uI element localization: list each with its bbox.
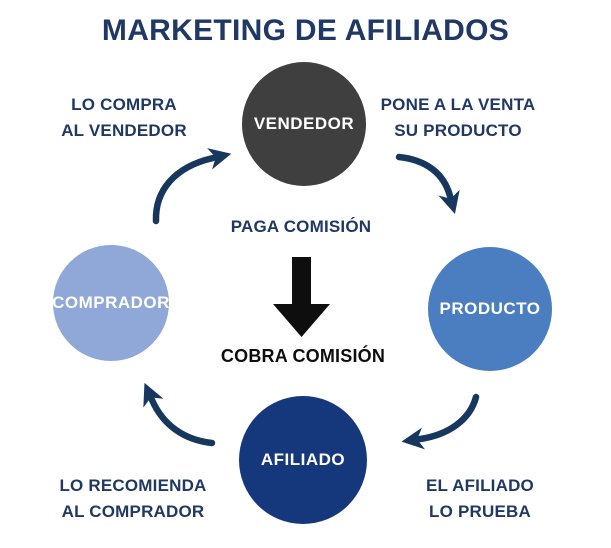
node-afiliado: AFILIADO xyxy=(239,396,367,524)
label-line: AL VENDEDOR xyxy=(61,120,187,140)
label-affiliate-to-buyer: LO RECOMIENDA AL COMPRADOR xyxy=(44,473,222,524)
label-line: SU PRODUCTO xyxy=(394,120,522,140)
label-line: LO PRUEBA xyxy=(429,501,531,521)
node-vendedor-label: VENDEDOR xyxy=(253,114,355,133)
node-afiliado-label: AFILIADO xyxy=(260,450,346,469)
node-producto: PRODUCTO xyxy=(428,247,552,371)
down-arrow-icon xyxy=(273,257,330,337)
node-comprador: COMPRADOR xyxy=(52,245,170,361)
node-comprador-label: COMPRADOR xyxy=(52,293,170,312)
curved-arrow-vendedor-to-producto-icon xyxy=(395,153,460,215)
label-buyer-to-seller: LO COMPRA AL VENDEDOR xyxy=(35,92,213,143)
label-line: AL COMPRADOR xyxy=(61,501,205,521)
label-cobra-comision: COBRA COMISIÓN xyxy=(220,346,386,366)
label-line: LO COMPRA xyxy=(71,95,177,114)
curved-arrow-comprador-to-vendedor-icon xyxy=(152,148,232,225)
page-title: MARKETING DE AFILIADOS xyxy=(101,14,510,47)
label-line: PONE A LA VENTA xyxy=(380,95,536,114)
curved-arrow-producto-to-afiliado-icon xyxy=(401,393,480,450)
label-seller-to-product: PONE A LA VENTA SU PRODUCTO xyxy=(370,92,546,143)
label-line: EL AFILIADO xyxy=(426,476,534,495)
label-line: LO RECOMIENDA xyxy=(59,476,207,495)
label-paga-comision: PAGA COMISIÓN xyxy=(230,217,372,236)
curved-arrow-afiliado-to-comprador-icon xyxy=(143,382,216,447)
label-affiliate-tries: EL AFILIADO LO PRUEBA xyxy=(392,473,568,524)
node-producto-label: PRODUCTO xyxy=(439,299,541,318)
node-vendedor: VENDEDOR xyxy=(242,62,366,186)
